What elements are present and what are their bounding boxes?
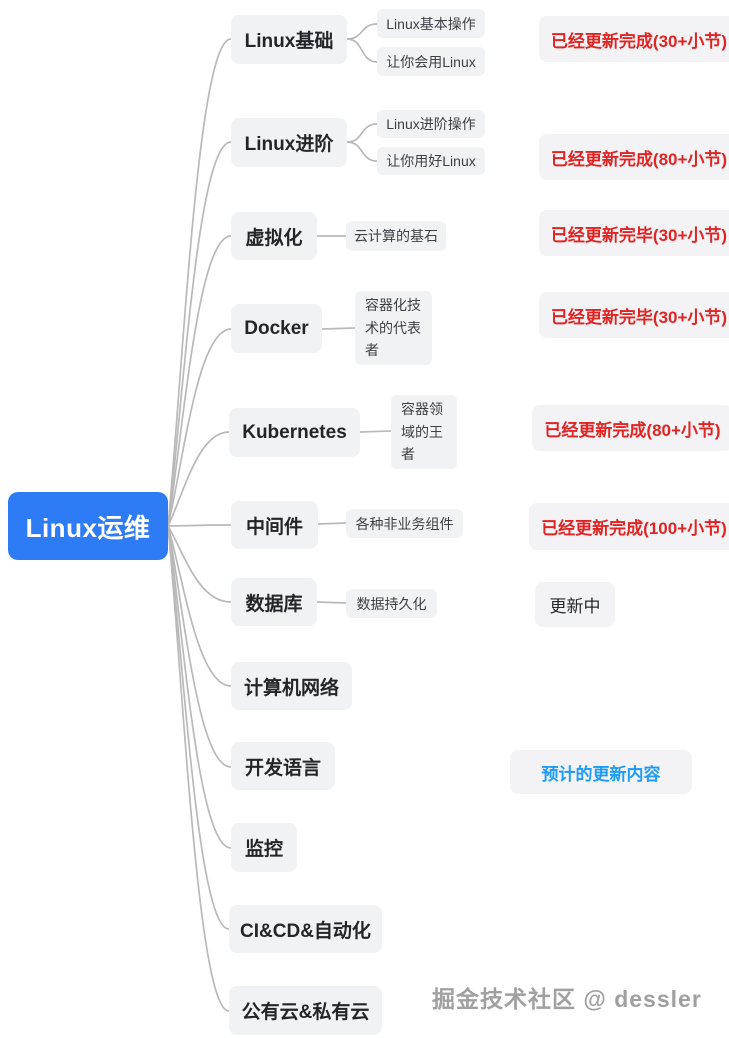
child-container-king[interactable]: 容器领域的王者 xyxy=(391,395,457,469)
link-database-child xyxy=(316,601,347,604)
topic-computer-network[interactable]: 计算机网络 xyxy=(231,662,352,710)
child-master-linux[interactable]: 让你用好Linux xyxy=(377,147,485,175)
link-root-cicd xyxy=(167,525,230,930)
status-virtualization[interactable]: 已经更新完毕(30+小节) xyxy=(539,210,729,256)
topic-linux-basics[interactable]: Linux基础 xyxy=(231,15,347,64)
status-database-updating[interactable]: 更新中 xyxy=(535,582,615,627)
link-root-database xyxy=(167,525,232,603)
status-linux-basics[interactable]: 已经更新完成(30+小节) xyxy=(539,16,729,62)
link-root-network xyxy=(167,525,232,687)
link-root-linux-basics xyxy=(167,38,232,527)
link-root-kubernetes xyxy=(167,431,230,527)
link-docker-child xyxy=(321,327,356,330)
topic-dev-language[interactable]: 开发语言 xyxy=(231,742,335,790)
child-cloud-foundation[interactable]: 云计算的基石 xyxy=(346,221,446,251)
link-basics-child2 xyxy=(346,38,378,63)
status-docker[interactable]: 已经更新完毕(30+小节) xyxy=(539,292,729,338)
topic-kubernetes[interactable]: Kubernetes xyxy=(229,408,360,457)
link-root-monitoring xyxy=(167,525,232,849)
topic-middleware[interactable]: 中间件 xyxy=(231,501,318,549)
status-middleware[interactable]: 已经更新完成(100+小节) xyxy=(529,503,729,550)
child-linux-basic-ops[interactable]: Linux基本操作 xyxy=(377,9,485,38)
topic-cicd-automation[interactable]: CI&CD&自动化 xyxy=(229,905,382,953)
topic-database[interactable]: 数据库 xyxy=(231,578,317,626)
topic-virtualization[interactable]: 虚拟化 xyxy=(231,212,317,260)
status-planned-updates[interactable]: 预计的更新内容 xyxy=(510,750,692,794)
link-advanced-child1 xyxy=(346,123,378,143)
child-linux-advanced-ops[interactable]: Linux进阶操作 xyxy=(377,110,485,138)
link-kubernetes-child xyxy=(359,430,392,433)
link-root-middleware xyxy=(167,524,232,527)
watermark-text: 掘金技术社区 @ dessler xyxy=(432,986,702,1012)
link-root-dev-language xyxy=(167,525,232,768)
link-basics-child1 xyxy=(346,23,378,40)
child-learn-to-use-linux[interactable]: 让你会用Linux xyxy=(377,47,485,76)
link-advanced-child2 xyxy=(346,141,378,162)
link-middleware-child xyxy=(317,522,347,525)
topic-linux-advanced[interactable]: Linux进阶 xyxy=(231,118,347,167)
child-container-tech-representative[interactable]: 容器化技术的代表者 xyxy=(355,291,432,365)
status-linux-advanced[interactable]: 已经更新完成(80+小节) xyxy=(539,134,729,180)
child-non-business-components[interactable]: 各种非业务组件 xyxy=(346,509,463,538)
status-kubernetes[interactable]: 已经更新完成(80+小节) xyxy=(532,405,729,451)
topic-public-private-cloud[interactable]: 公有云&私有云 xyxy=(229,986,382,1035)
child-data-persistence[interactable]: 数据持久化 xyxy=(346,589,437,618)
link-root-docker xyxy=(167,328,232,527)
topic-docker[interactable]: Docker xyxy=(231,304,322,353)
topic-monitoring[interactable]: 监控 xyxy=(231,823,297,872)
root-node-linux-ops[interactable]: Linux运维 xyxy=(8,492,168,560)
link-root-virtualization xyxy=(167,235,232,527)
link-root-cloud xyxy=(167,525,230,1012)
link-root-linux-advanced xyxy=(167,141,232,527)
